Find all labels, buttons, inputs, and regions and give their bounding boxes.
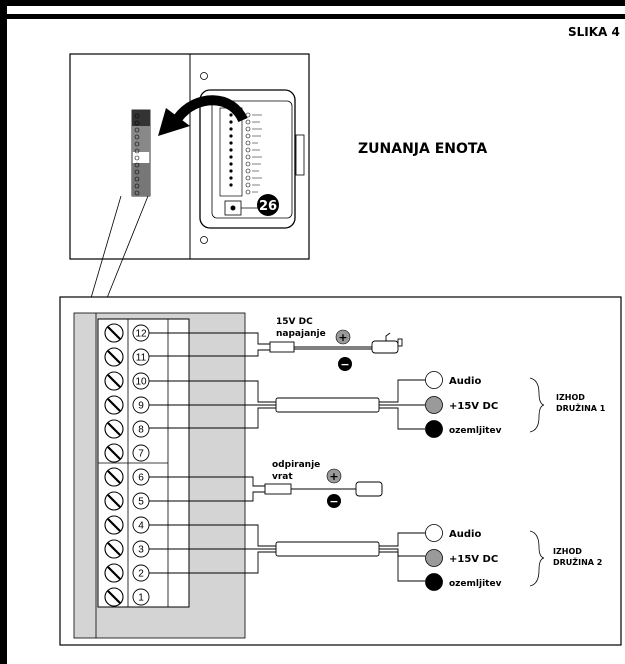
door-label-line1: odpiranje <box>272 460 320 470</box>
terminal-number-badge <box>132 348 150 366</box>
output-2-title-line1: IZHOD <box>553 547 582 556</box>
terminal-number-badge <box>132 588 150 606</box>
minus-icon <box>327 494 341 508</box>
move-arrow <box>158 95 248 136</box>
terminal-number: 10 <box>135 377 147 388</box>
ground-wire-dot <box>425 573 443 591</box>
door-opener-wiring <box>149 476 383 502</box>
terminal-number: 5 <box>138 497 144 508</box>
terminal-number: 12 <box>135 329 147 340</box>
housing-panel: 26 <box>69 53 310 260</box>
module-connector-strip <box>245 112 262 195</box>
audio-label: Audio <box>449 529 481 540</box>
plus-icon <box>335 329 351 345</box>
terminal-screw-icon <box>104 467 124 487</box>
terminal-block: 12 11 10 9 8 7 6 5 4 3 2 1 <box>104 323 150 607</box>
left-border <box>0 0 7 664</box>
terminal-screw-icon <box>104 539 124 559</box>
output-1-wires: Audio +15V DC ozemljitev IZHOD DRUŽINA 1 <box>425 371 606 438</box>
output-1-title-line1: IZHOD <box>556 393 585 402</box>
terminal-screw-icon <box>104 395 124 415</box>
terminal-screw-icon <box>104 443 124 463</box>
terminal-number: 9 <box>138 401 144 412</box>
terminal-number: 11 <box>136 353 147 364</box>
terminal-screw-icon <box>104 347 124 367</box>
terminal-number: 7 <box>138 449 144 460</box>
terminal-number-badge <box>132 420 150 438</box>
terminal-number: 8 <box>138 425 144 436</box>
terminal-screw-icon <box>104 491 124 511</box>
terminal-number: 3 <box>138 545 144 556</box>
power-wire-dot <box>425 396 443 414</box>
terminal-screw-icon <box>104 323 124 343</box>
zoom-line <box>90 195 122 299</box>
ground-wire-dot <box>425 420 443 438</box>
ground-label: ozemljitev <box>449 579 502 589</box>
power-supply-wiring <box>149 332 403 357</box>
minus-sign: − <box>329 495 338 508</box>
plus-sign: + <box>338 331 347 344</box>
power-supply-labels: 15V DC napajanje + − <box>276 317 352 371</box>
power-label-line2: napajanje <box>276 329 326 339</box>
plus-icon <box>326 468 342 484</box>
output-2-wires: Audio +15V DC ozemljitev IZHOD DRUŽINA 2 <box>425 524 602 591</box>
terminal-number: 4 <box>138 521 144 532</box>
terminal-strip-small <box>131 109 151 197</box>
plus-sign: + <box>329 470 338 483</box>
terminal-screw-icon <box>104 563 124 583</box>
ground-label: ozemljitev <box>449 426 502 436</box>
terminal-screw-icon <box>104 587 124 607</box>
power-label: +15V DC <box>449 554 498 565</box>
terminal-screw-icon <box>104 515 124 535</box>
terminal-detail-panel <box>59 296 622 646</box>
output-2-wiring <box>149 524 545 587</box>
output-2-title-line2: DRUŽINA 2 <box>553 556 602 567</box>
audio-wire-dot <box>425 371 443 389</box>
power-wire-dot <box>425 549 443 567</box>
power-label: +15V DC <box>449 401 498 412</box>
callout-badge: 26 <box>257 194 279 216</box>
terminal-number: 1 <box>138 593 144 604</box>
door-label-line2: vrat <box>272 472 293 482</box>
terminal-number: 2 <box>138 569 144 580</box>
header-rule <box>0 14 625 19</box>
unit-title: ZUNANJA ENOTA <box>358 141 487 157</box>
minus-sign: − <box>340 358 349 371</box>
figure-label: SLIKA 4 <box>568 25 620 39</box>
audio-wire-dot <box>425 524 443 542</box>
terminal-screw-icon <box>104 371 124 391</box>
output-1-wiring <box>149 377 545 433</box>
top-border <box>0 0 625 6</box>
door-opener-labels: odpiranje vrat + − <box>272 460 342 508</box>
zoom-line <box>106 195 149 299</box>
minus-icon <box>338 357 352 371</box>
terminal-screw-icon <box>104 419 124 439</box>
terminal-number: 6 <box>138 473 144 484</box>
callout-number: 26 <box>259 199 277 214</box>
audio-label: Audio <box>449 376 481 387</box>
module-terminal-dots <box>229 113 233 187</box>
terminal-number-badge <box>132 444 150 462</box>
power-label-line1: 15V DC <box>276 317 313 327</box>
output-1-title-line2: DRUŽINA 1 <box>556 402 606 413</box>
